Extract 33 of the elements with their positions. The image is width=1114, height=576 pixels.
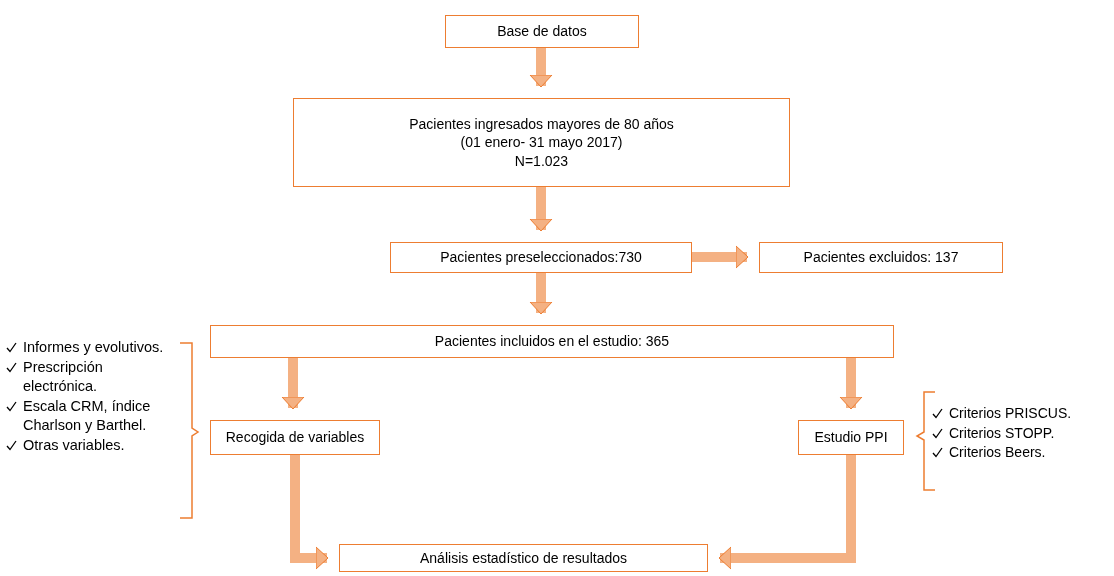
checklist-item: Criterios PRISCUS. xyxy=(949,404,1072,423)
box-text: Pacientes incluidos en el estudio: 365 xyxy=(434,332,670,351)
box-text: Estudio PPI xyxy=(814,428,888,447)
checklist-item: Escala CRM, índice Charlson y Barthel. xyxy=(23,396,152,436)
block-arrow xyxy=(281,358,305,410)
block-arrow xyxy=(839,358,863,410)
box-text: Base de datos xyxy=(497,22,587,41)
process-box xyxy=(210,420,380,455)
checklist-item: Criterios Beers. xyxy=(949,443,1046,463)
checklist-item: Prescripción electrónica. xyxy=(23,357,104,397)
block-arrow xyxy=(529,273,553,315)
box-text: Pacientes preseleccionados:730 xyxy=(440,248,642,267)
box-text: Pacientes ingresados mayores de 80 años xyxy=(409,115,674,134)
box-text: N=1.023 xyxy=(514,151,569,170)
block-arrow xyxy=(718,455,856,570)
checklist-item: Informes y evolutivos. xyxy=(23,338,164,357)
process-box xyxy=(390,242,692,273)
process-box xyxy=(339,544,708,572)
box-text: Recogida de variables xyxy=(225,428,365,447)
process-box xyxy=(445,15,639,48)
checklist-item: Otras variables. xyxy=(23,435,125,455)
process-box xyxy=(293,98,790,187)
checklist-item: Criterios STOPP. xyxy=(949,423,1055,443)
process-box xyxy=(210,325,894,358)
process-box xyxy=(759,242,1003,273)
box-text: Análisis estadístico de resultados xyxy=(420,548,627,568)
block-arrow xyxy=(529,48,553,88)
block-arrow xyxy=(529,187,553,232)
process-box xyxy=(798,420,904,455)
block-arrow xyxy=(290,455,329,570)
box-text: Pacientes excluidos: 137 xyxy=(803,248,959,267)
box-text: (01 enero- 31 mayo 2017) xyxy=(460,133,623,152)
block-arrow xyxy=(692,245,749,269)
